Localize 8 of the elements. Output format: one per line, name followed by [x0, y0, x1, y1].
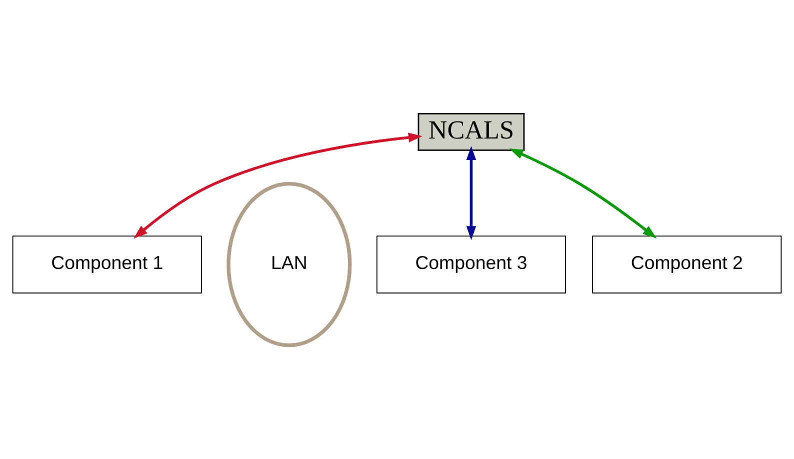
arrow — [509, 148, 657, 238]
arrow — [134, 132, 422, 239]
node-box: NCALS — [418, 113, 525, 151]
node-box: Component 2 — [592, 236, 782, 294]
node-ellipse: LAN — [226, 182, 352, 348]
node-box: Component 1 — [12, 236, 202, 294]
node-box: Component 3 — [376, 236, 566, 294]
arrow — [466, 146, 476, 240]
